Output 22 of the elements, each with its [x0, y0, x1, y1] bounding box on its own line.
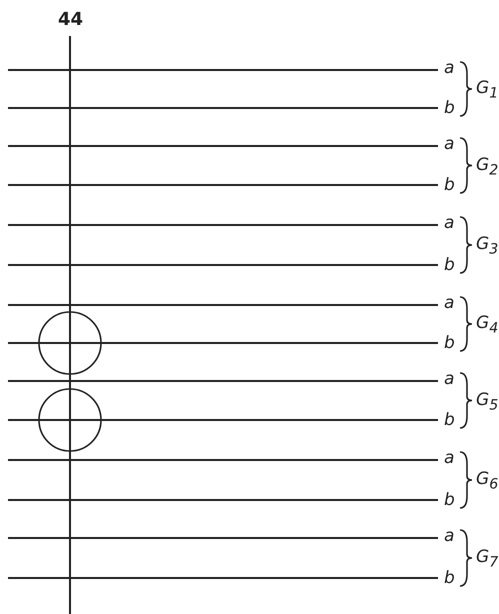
line-label: a — [444, 293, 454, 313]
line-label: a — [444, 134, 454, 154]
line-label: a — [444, 526, 454, 546]
line-label: a — [444, 58, 454, 78]
group-label: G$_{1}$ — [476, 78, 498, 104]
reference-number: 44 — [58, 10, 84, 30]
line-label: b — [444, 568, 455, 588]
line-label: b — [444, 333, 455, 353]
group-label: G$_{7}$ — [476, 547, 498, 572]
line-label: b — [444, 175, 455, 195]
line-label: b — [444, 490, 455, 510]
line-label: b — [444, 255, 455, 275]
group-label: G$_{3}$ — [476, 234, 498, 260]
line-label: a — [444, 369, 454, 389]
group-label: G$_{4}$ — [476, 313, 498, 338]
group-label: G$_{5}$ — [476, 390, 498, 415]
line-label: b — [444, 410, 455, 430]
line-label: a — [444, 448, 454, 468]
line-label: a — [444, 213, 454, 233]
group-label: G$_{6}$ — [476, 469, 498, 494]
group-label: G$_{2}$ — [476, 154, 498, 180]
line-label: b — [444, 98, 455, 118]
